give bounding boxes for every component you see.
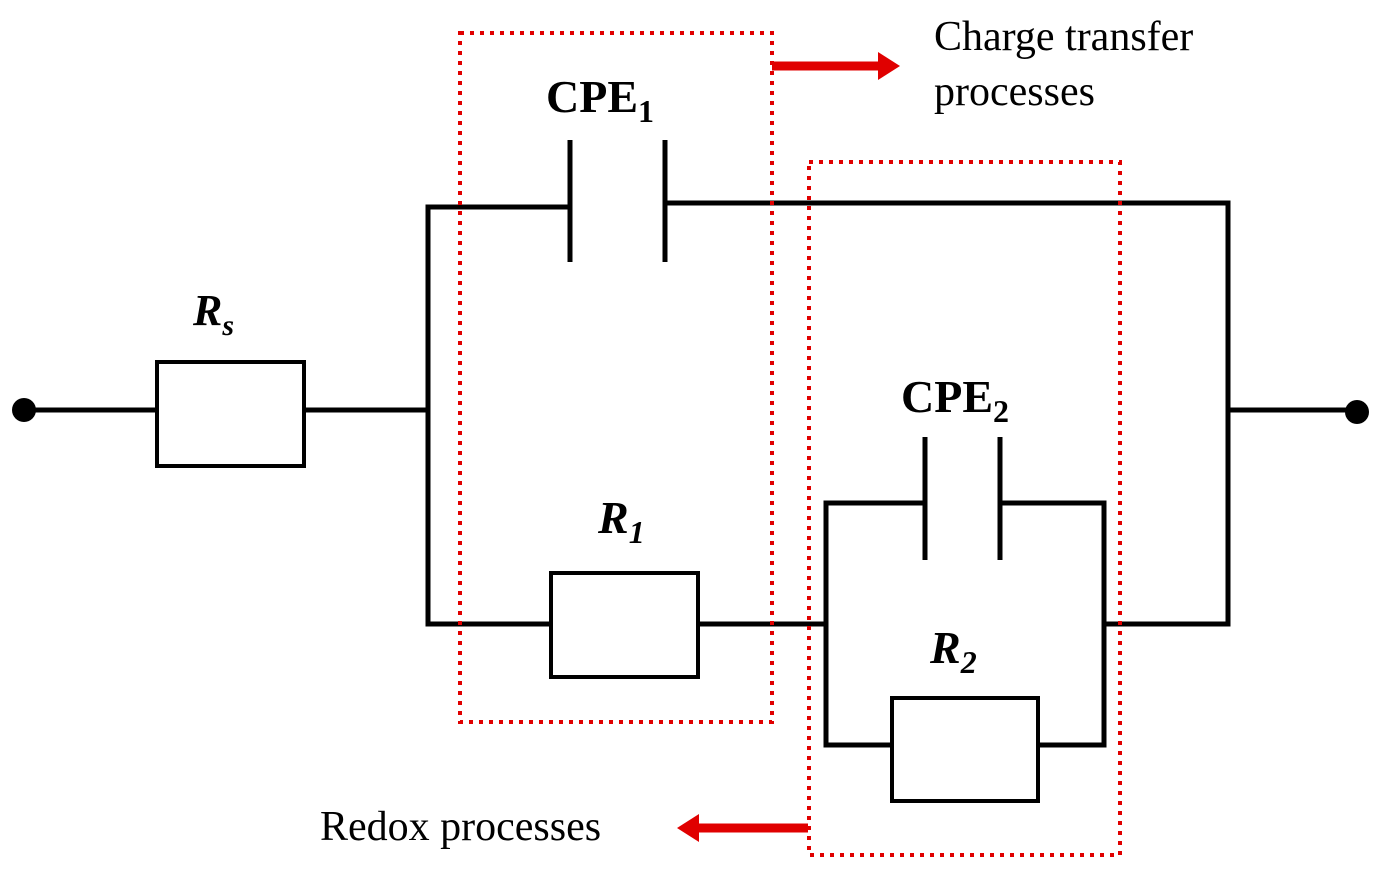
redox-highlight-box [807,160,1122,857]
r2-label: R2 [929,622,977,680]
rs-label: Rs [192,286,234,342]
charge-transfer-label-line1: Charge transfer [934,14,1193,60]
cpe2-label: CPE2 [901,371,1009,429]
cpe1-capacitor [567,140,668,262]
redox-arrow [677,814,808,842]
cpe2-capacitor [922,437,1003,560]
r1-resistor [549,571,700,679]
cpe1-label: CPE1 [546,71,654,129]
r2-resistor [890,696,1040,803]
rs-resistor [155,360,306,468]
charge-transfer-arrow [772,52,900,80]
wires [21,200,1360,748]
r1-label: R1 [597,492,645,550]
charge-transfer-label-line2: processes [934,69,1095,115]
redox-label: Redox processes [320,804,601,850]
